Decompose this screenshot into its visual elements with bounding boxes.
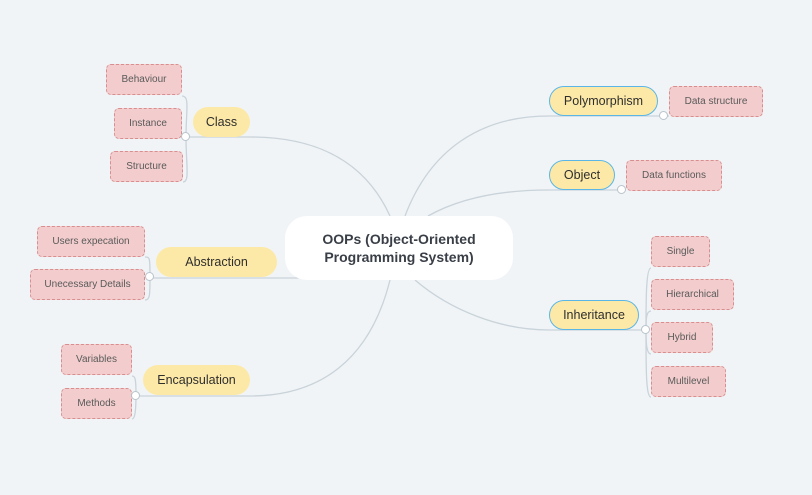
topic-class-label: Class — [205, 115, 238, 129]
connector-root-polymorphism — [404, 115, 550, 217]
topic-abstraction-label: Abstraction — [185, 255, 248, 269]
collapse-toggle-abstraction[interactable] — [145, 272, 154, 281]
topic-object-label: Object — [563, 168, 601, 182]
connector-root-class — [249, 136, 391, 217]
subtopic-hierarchical-label: Hierarchical — [666, 289, 719, 300]
collapse-toggle-encapsulation[interactable] — [131, 391, 140, 400]
topic-encapsulation-label: Encapsulation — [157, 373, 236, 387]
subtopic-multilevel[interactable]: Multilevel — [651, 366, 726, 397]
subtopic-behaviour-label: Behaviour — [121, 74, 167, 85]
subtopic-variables-label: Variables — [76, 354, 117, 365]
subtopic-variables[interactable]: Variables — [61, 344, 132, 375]
subtopic-single[interactable]: Single — [651, 236, 710, 267]
collapse-toggle-inheritance[interactable] — [641, 325, 650, 334]
subtopic-single-label: Single — [666, 246, 695, 257]
subtopic-unecessary-details-label: Unecessary Details — [44, 279, 131, 290]
subtopic-instance-label: Instance — [129, 118, 167, 129]
connector-root-encapsulation — [249, 279, 391, 397]
collapse-toggle-polymorphism[interactable] — [659, 111, 668, 120]
subtopic-instance[interactable]: Instance — [114, 108, 182, 139]
subtopic-data-functions[interactable]: Data functions — [626, 160, 722, 191]
subtopic-users-expecation[interactable]: Users expecation — [37, 226, 145, 257]
collapse-toggle-class[interactable] — [181, 132, 190, 141]
topic-inheritance[interactable]: Inheritance — [549, 300, 639, 330]
subtopic-behaviour[interactable]: Behaviour — [106, 64, 182, 95]
central-topic[interactable]: OOPs (Object-Oriented Programming System… — [285, 216, 513, 280]
subtopic-data-structure[interactable]: Data structure — [669, 86, 763, 117]
subtopic-unecessary-details[interactable]: Unecessary Details — [30, 269, 145, 300]
connector-class-behaviour — [181, 95, 188, 138]
subtopic-methods-label: Methods — [77, 398, 116, 409]
topic-class[interactable]: Class — [193, 107, 250, 137]
subtopic-hybrid-label: Hybrid — [667, 332, 697, 343]
connector-abstraction-details — [144, 276, 151, 301]
topic-inheritance-label: Inheritance — [563, 308, 625, 322]
topic-encapsulation[interactable]: Encapsulation — [143, 365, 250, 395]
central-topic-label: OOPs (Object-Oriented Programming System… — [322, 231, 476, 265]
subtopic-hierarchical[interactable]: Hierarchical — [651, 279, 734, 310]
topic-polymorphism-label: Polymorphism — [563, 94, 644, 108]
subtopic-methods[interactable]: Methods — [61, 388, 132, 419]
subtopic-data-structure-label: Data structure — [684, 96, 748, 107]
connector-root-inheritance — [414, 279, 550, 331]
topic-polymorphism[interactable]: Polymorphism — [549, 86, 658, 116]
subtopic-multilevel-label: Multilevel — [667, 376, 710, 387]
subtopic-hybrid[interactable]: Hybrid — [651, 322, 713, 353]
connector-root-object — [427, 189, 550, 217]
collapse-toggle-object[interactable] — [617, 185, 626, 194]
subtopic-data-functions-label: Data functions — [642, 170, 706, 181]
subtopic-users-expecation-label: Users expecation — [52, 236, 130, 247]
topic-abstraction[interactable]: Abstraction — [156, 247, 277, 277]
connector-class-structure — [182, 136, 188, 183]
subtopic-structure[interactable]: Structure — [110, 151, 183, 182]
subtopic-structure-label: Structure — [126, 161, 167, 172]
connector-inheritance-multilevel — [645, 329, 652, 398]
topic-object[interactable]: Object — [549, 160, 615, 190]
